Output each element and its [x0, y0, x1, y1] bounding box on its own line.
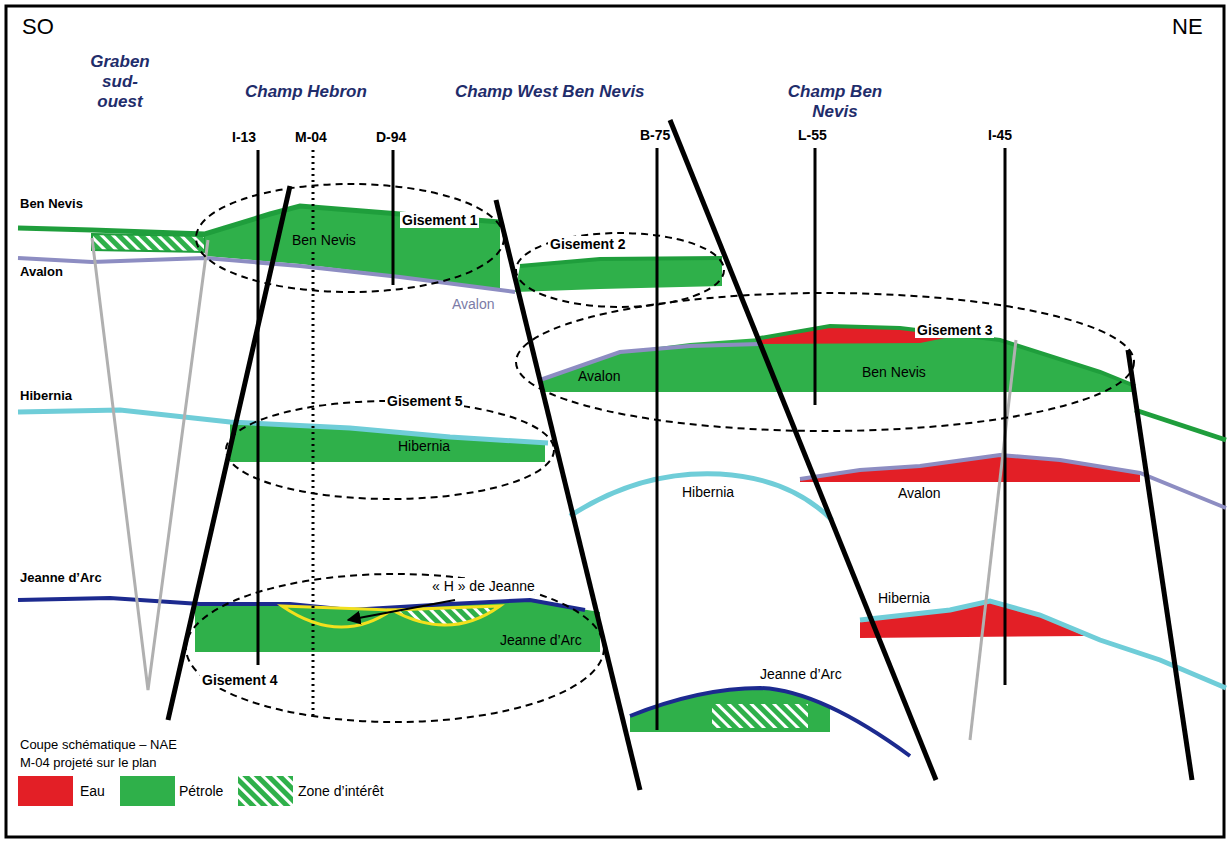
fault	[670, 120, 936, 780]
reservoir-label: Gisement 5	[385, 393, 464, 409]
reservoir-ellipse: Gisement 3	[515, 292, 1135, 432]
minor-fault	[970, 340, 1016, 740]
field-name: Graben sud- ouest	[84, 52, 156, 112]
well-name: I-45	[988, 127, 1012, 143]
formation-name: Ben Nevis	[862, 364, 926, 380]
note: Coupe schématique – NAE	[20, 737, 177, 752]
reservoir-ellipse: Gisement 5	[225, 400, 555, 500]
legend-text: Zone d’intérêt	[298, 783, 384, 799]
legend-text: Pétrole	[179, 783, 223, 799]
formation-name: Hibernia	[398, 438, 450, 454]
formation-name: Jeanne d’Arc	[760, 666, 842, 682]
well	[814, 148, 817, 405]
direction: NE	[1172, 14, 1203, 40]
formation-name: Avalon	[578, 368, 621, 384]
fault	[1128, 350, 1192, 780]
leader-arrow	[348, 600, 455, 620]
direction: SO	[22, 14, 54, 40]
formation-name: Hibernia	[878, 590, 930, 606]
legend-text: Eau	[80, 783, 105, 799]
legend-swatch	[238, 776, 293, 806]
well-name: I-13	[232, 129, 256, 145]
formation-name: Avalon	[20, 264, 63, 279]
interest-zone	[712, 704, 808, 728]
reservoir-label: Gisement 1	[400, 212, 479, 228]
well-name: M-04	[295, 129, 327, 145]
ellipse-outline	[516, 293, 1134, 431]
reservoir-ellipse: Gisement 4	[185, 573, 605, 723]
note: M-04 projeté sur le plan	[20, 755, 157, 770]
well	[257, 150, 260, 665]
field-name: Champ Ben Nevis	[775, 82, 895, 122]
hatch-swatch	[238, 776, 293, 806]
legend-swatch	[120, 776, 175, 806]
ben-nevis-top	[520, 258, 722, 266]
jeanne-darc-top	[630, 688, 910, 756]
well	[656, 148, 659, 730]
field-name: Champ West Ben Nevis	[455, 82, 645, 102]
callout-label: « H » de Jeanne	[430, 578, 537, 594]
fault	[168, 186, 290, 720]
oil-zone	[540, 326, 1135, 392]
ellipse-outline	[185, 573, 605, 723]
formation-name: Jeanne d’Arc	[500, 632, 582, 648]
ellipse-outline	[225, 400, 555, 500]
sand-lens	[282, 606, 392, 627]
fault	[496, 200, 640, 790]
formation-name: Ben Nevis	[290, 232, 358, 248]
interest-zone	[92, 234, 205, 252]
ellipse-outline	[226, 401, 554, 499]
avalon-top	[800, 455, 1226, 508]
formation-name: Avalon	[452, 296, 495, 312]
well	[1004, 148, 1007, 685]
hatch-swatch	[238, 776, 293, 806]
reservoir-label: Gisement 4	[200, 672, 279, 688]
ellipse-outline	[515, 292, 1135, 432]
ben-nevis-top	[1135, 410, 1226, 440]
oil-zone	[515, 258, 722, 292]
well-name: B-75	[640, 127, 670, 143]
hibernia-top	[570, 474, 832, 520]
reservoir-label: Gisement 2	[548, 236, 627, 252]
formation-name: Avalon	[898, 485, 941, 501]
formation-name: Hibernia	[682, 484, 734, 500]
ellipse-outline	[186, 574, 604, 722]
ellipse-outline	[516, 233, 724, 307]
avalon-top	[540, 344, 760, 380]
well-name: D-94	[376, 129, 406, 145]
reservoir-label: Gisement 3	[915, 322, 994, 338]
formation-name: Ben Nevis	[20, 196, 83, 211]
frame	[6, 6, 1224, 837]
reservoir-ellipse: Gisement 2	[515, 232, 725, 308]
ellipse-outline	[196, 184, 504, 292]
well	[392, 150, 395, 285]
field-name: Champ Hebron	[245, 82, 367, 102]
oil-zone	[195, 601, 600, 652]
formation-name: Jeanne d’Arc	[20, 570, 102, 585]
hibernia-top	[18, 410, 548, 443]
legend-swatch	[18, 776, 73, 806]
formation-name: Hibernia	[20, 388, 72, 403]
well-name: L-55	[798, 127, 827, 143]
